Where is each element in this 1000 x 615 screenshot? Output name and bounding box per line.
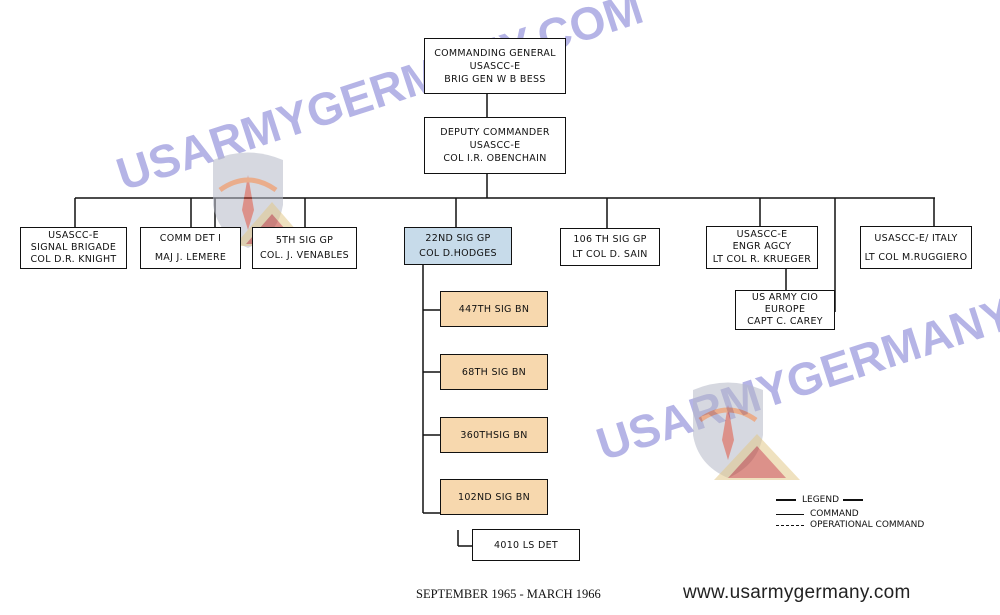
deputy-line-1: DEPUTY COMMANDER — [440, 127, 550, 138]
army-cio-box: US ARMY CIO EUROPE CAPT C. CAREY — [735, 290, 835, 330]
signal-brigade-line-3: COL D.R. KNIGHT — [30, 254, 117, 265]
engr-agcy-line-3: LT COL R. KRUEGER — [712, 253, 812, 265]
360th-sig-bn-box: 360THSIG BN — [440, 417, 548, 453]
legend-command-label: COMMAND — [810, 509, 859, 519]
comm-det-line-3: MAJ J. LEMERE — [154, 252, 227, 263]
legend-operational-line — [776, 524, 804, 526]
legend-title-rule-right — [843, 499, 864, 501]
5th-sig-gp-line-1: 5TH SIG GP — [275, 235, 334, 246]
102nd-sig-bn-box: 102ND SIG BN — [440, 479, 548, 515]
360th-label: 360THSIG BN — [460, 429, 528, 441]
deputy-commander-box: DEPUTY COMMANDER USASCC-E COL I.R. OBENC… — [424, 117, 566, 174]
102nd-label: 102ND SIG BN — [457, 491, 530, 503]
italy-box: USASCC-E/ ITALY LT COL M.RUGGIERO — [860, 226, 972, 269]
106th-sig-gp-line-2: LT COL D. SAIN — [572, 249, 648, 260]
106th-sig-gp-box: 106 TH SIG GP LT COL D. SAIN — [560, 228, 660, 266]
comm-det-line-1: COMM DET I — [159, 233, 222, 244]
cio-line-3: CAPT C. CAREY — [747, 316, 823, 327]
447th-label: 447TH SIG BN — [458, 303, 530, 315]
legend-operational-row: OPERATIONAL COMMAND — [776, 520, 924, 530]
engr-agcy-line-1: USASCC-E — [736, 228, 788, 240]
cio-line-2: EUROPE — [764, 304, 806, 315]
italy-line-3: LT COL M.RUGGIERO — [864, 251, 968, 263]
commanding-general-box: COMMANDING GENERAL USASCC-E BRIG GEN W B… — [424, 38, 566, 94]
legend-command-row: COMMAND — [776, 509, 859, 519]
68th-sig-bn-box: 68TH SIG BN — [440, 354, 548, 390]
106th-sig-gp-line-1: 106 TH SIG GP — [573, 234, 647, 245]
signal-brigade-line-1: USASCC-E — [48, 230, 99, 241]
4010-label: 4010 LS DET — [494, 539, 558, 551]
legend-title: LEGEND — [802, 495, 840, 505]
engr-agcy-line-2: ENGR AGCY — [732, 241, 792, 253]
22nd-sig-gp-box: 22ND SIG GP COL D.HODGES — [404, 227, 512, 265]
447th-sig-bn-box: 447TH SIG BN — [440, 291, 548, 327]
5th-sig-gp-box: 5TH SIG GP COL. J. VENABLES — [252, 227, 357, 269]
date-range: SEPTEMBER 1965 - MARCH 1966 — [416, 587, 601, 601]
legend-title-rule-left — [776, 499, 796, 501]
website-url: www.usarmygermany.com — [683, 582, 911, 603]
cio-line-1: US ARMY CIO — [751, 292, 819, 303]
italy-line-1: USASCC-E/ ITALY — [874, 232, 958, 244]
engr-agcy-box: USASCC-E ENGR AGCY LT COL R. KRUEGER — [706, 226, 818, 269]
legend-title-row: LEGEND — [776, 495, 864, 505]
22nd-sig-gp-line-1: 22ND SIG GP — [425, 233, 491, 244]
deputy-line-2: USASCC-E — [469, 140, 521, 151]
cg-line-3: BRIG GEN W B BESS — [444, 73, 546, 85]
cg-line-2: USASCC-E — [469, 60, 521, 72]
signal-brigade-line-2: SIGNAL BRIGADE — [30, 242, 117, 253]
comm-det-box: COMM DET I MAJ J. LEMERE — [140, 227, 241, 269]
cg-line-1: COMMANDING GENERAL — [434, 47, 556, 59]
22nd-sig-gp-line-2: COL D.HODGES — [419, 248, 497, 259]
deputy-line-3: COL I.R. OBENCHAIN — [443, 153, 547, 164]
legend-operational-label: OPERATIONAL COMMAND — [810, 520, 925, 530]
4010-ls-det-box: 4010 LS DET — [472, 529, 580, 561]
legend-command-line — [776, 513, 804, 515]
5th-sig-gp-line-2: COL. J. VENABLES — [259, 250, 350, 261]
signal-brigade-box: USASCC-E SIGNAL BRIGADE COL D.R. KNIGHT — [20, 227, 127, 269]
68th-label: 68TH SIG BN — [461, 366, 527, 378]
